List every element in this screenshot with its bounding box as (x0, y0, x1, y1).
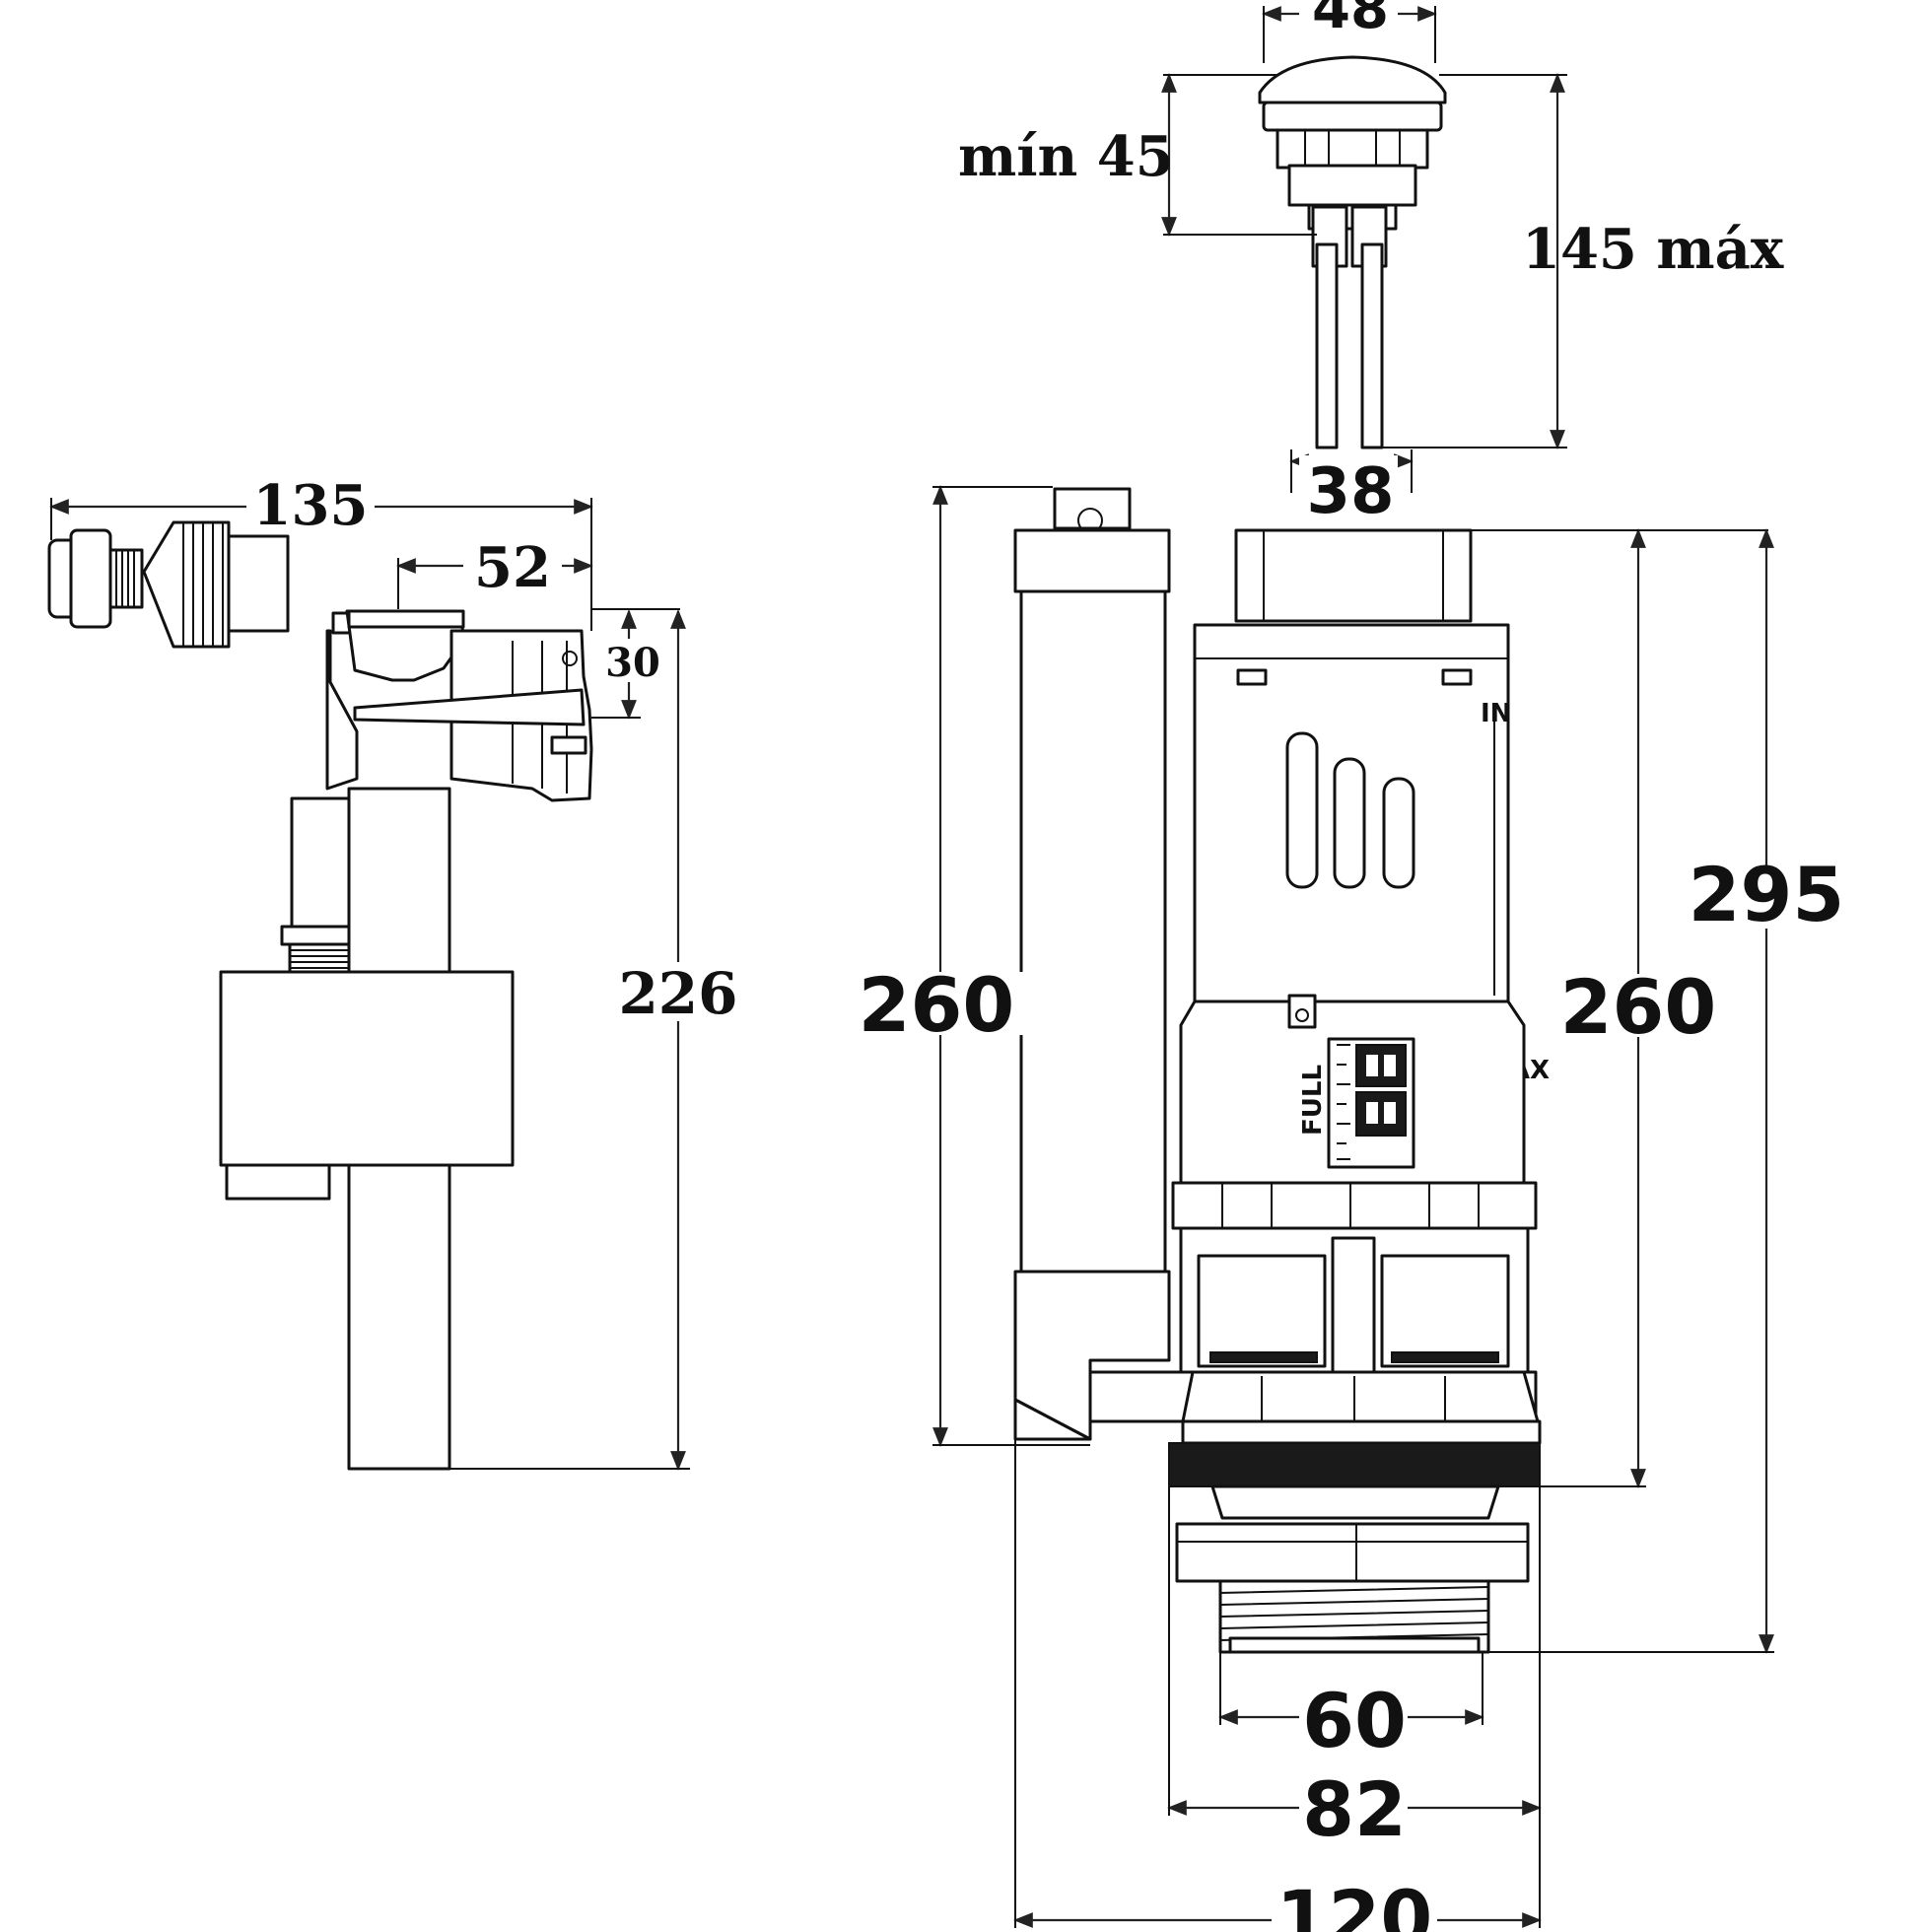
dim-226-label: 226 (618, 960, 737, 1027)
fill-valve-dimensions: 135 52 30 226 (49, 473, 745, 1471)
dim-260-overflow-label: 260 (859, 961, 1015, 1049)
dim-60-label: 60 (1302, 1677, 1407, 1764)
dim-260-body-label: 260 (1560, 963, 1717, 1051)
dim-135-label: 135 (253, 473, 369, 538)
svg-text:IN: IN (1481, 699, 1511, 728)
dim-48-label: 48 (1312, 0, 1389, 41)
flush-valve: IN MAX FULL (1013, 487, 1550, 1654)
dim-295-label: 295 (1689, 851, 1845, 938)
full-level-label: FULL (1298, 1065, 1328, 1136)
dim-30-label: 30 (605, 640, 660, 686)
dim-min-45-label: mín 45 (958, 124, 1174, 189)
push-button-dimensions: 48 mín 45 145 máx 38 (958, 0, 1784, 528)
dim-145-max-label: 145 máx (1522, 217, 1784, 282)
dim-120-label: 120 (1276, 1874, 1433, 1932)
dim-82-label: 82 (1302, 1765, 1407, 1853)
flush-valve-dimensions: 260 260 295 60 82 120 (854, 485, 1851, 1932)
fill-valve (47, 520, 593, 1471)
dim-38-label: 38 (1306, 455, 1394, 528)
push-button (1258, 55, 1447, 449)
dim-52-label: 52 (474, 535, 551, 600)
